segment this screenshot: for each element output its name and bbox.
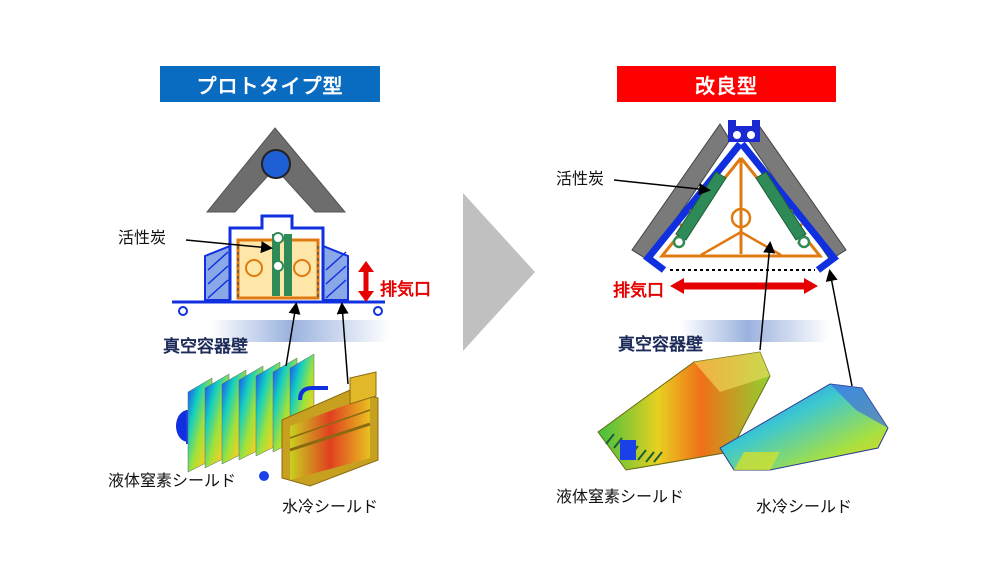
prototype-title: プロトタイプ型	[160, 66, 380, 102]
prototype-diagram	[172, 127, 390, 487]
prototype-ln2-leader	[285, 302, 301, 367]
prototype-water-label: 水冷シールド	[282, 497, 379, 516]
prototype-exhaust-arrow	[358, 261, 374, 302]
transition-arrow	[463, 193, 535, 351]
improved-water-leader	[825, 269, 853, 387]
improved-ln2-leader	[759, 241, 776, 351]
prototype-wall-label: 真空容器壁	[163, 337, 248, 357]
improved-diagram	[597, 120, 889, 471]
improved-water-shield	[719, 383, 889, 471]
improved-ln2-shield	[597, 351, 771, 471]
prototype-exhaust-label: 排気口	[380, 280, 431, 300]
prototype-water-leader	[336, 302, 349, 385]
prototype-top-cover	[205, 127, 347, 213]
prototype-shield	[204, 214, 349, 301]
improved-exhaust-arrow	[670, 278, 818, 294]
prototype-carbon-label: 活性炭	[118, 228, 167, 247]
improved-wall-label: 真空容器壁	[618, 335, 703, 355]
prototype-carbon-leader	[185, 239, 273, 254]
pipe-end	[259, 471, 269, 481]
improved-carbon	[672, 171, 811, 249]
improved-vacuum-wall	[680, 320, 830, 342]
improved-ln2-label: 液体窒素シールド	[556, 487, 685, 506]
improved-carbon-leader	[613, 179, 711, 196]
prototype-ln2-label: 液体窒素シールド	[108, 471, 237, 490]
improved-carbon-label: 活性炭	[556, 169, 605, 188]
prototype-water-shield	[259, 371, 379, 487]
improved-title: 改良型	[617, 66, 836, 102]
improved-water-label: 水冷シールド	[756, 497, 853, 516]
prototype-carbon	[272, 232, 292, 296]
improved-exhaust-label: 排気口	[613, 281, 664, 301]
prototype-base-plate	[172, 300, 385, 316]
